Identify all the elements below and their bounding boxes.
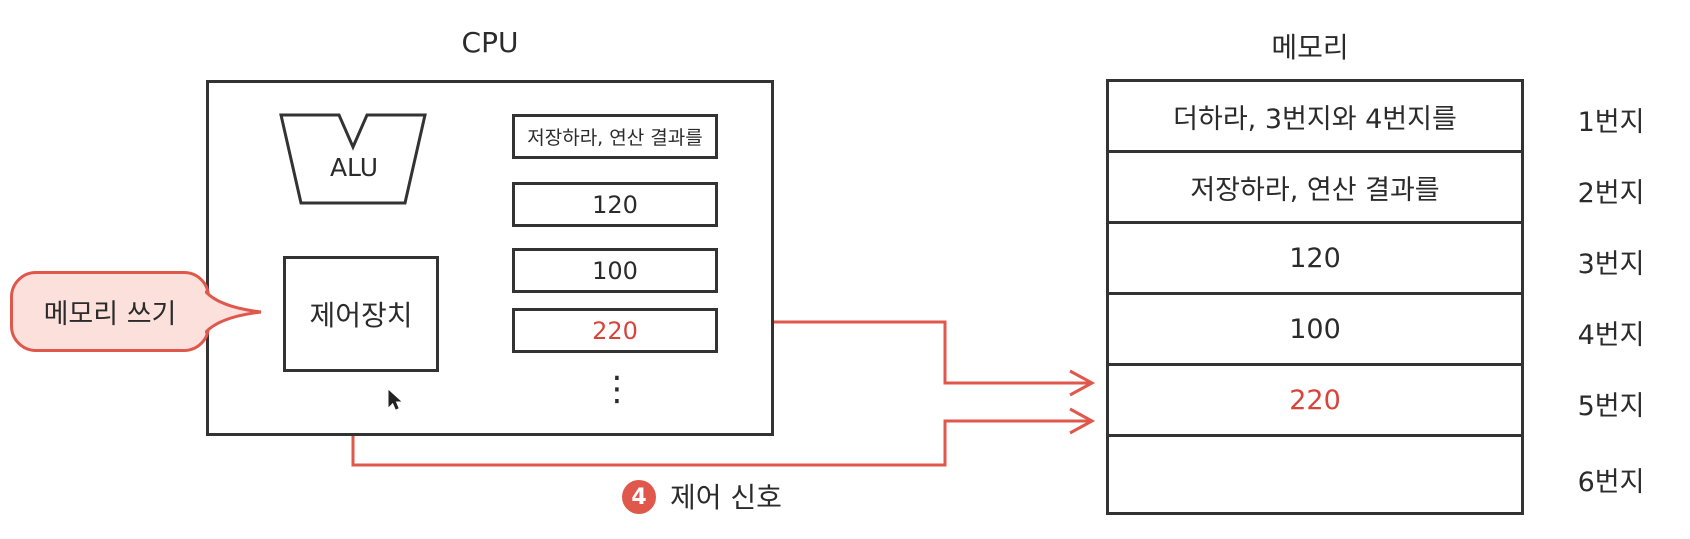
register-2: 120: [512, 182, 718, 227]
address-label-6: 6번지: [1577, 467, 1645, 498]
register-3: 100: [512, 248, 718, 293]
memory-cell-2: 저장하라, 연산 결과를: [1109, 153, 1521, 224]
data-bus-arrowhead: [1069, 369, 1096, 397]
control-signal-arrowhead: [1069, 407, 1096, 435]
cpu-box: ALU 제어장치 저장하라, 연산 결과를 120 100 220 ⋮: [206, 80, 774, 436]
register-1: 저장하라, 연산 결과를: [512, 114, 718, 159]
memory-cell-6: [1109, 437, 1521, 512]
step-badge: 4: [622, 480, 656, 514]
control-unit: 제어장치: [283, 256, 439, 372]
address-label-2: 2번지: [1577, 178, 1645, 209]
memory-cell-3: 120: [1109, 224, 1521, 295]
address-label-3: 3번지: [1577, 249, 1645, 280]
memory-cell-5: 220: [1109, 366, 1521, 437]
memory-box: 더하라, 3번지와 4번지를 저장하라, 연산 결과를 120 100 220: [1106, 79, 1524, 515]
address-label-5: 5번지: [1577, 391, 1645, 422]
address-label-1: 1번지: [1577, 107, 1645, 138]
more-registers-ellipsis: ⋮: [600, 369, 634, 409]
memory-title: 메모리: [1271, 31, 1349, 64]
memory-cell-4: 100: [1109, 295, 1521, 366]
cpu-title: CPU: [461, 26, 519, 59]
alu-label: ALU: [329, 153, 379, 182]
callout-tail: [205, 289, 262, 335]
alu-shape: [279, 113, 427, 205]
data-bus-arrow: [712, 320, 1090, 385]
register-4: 220: [512, 308, 718, 353]
control-signal-label: 제어 신호: [670, 481, 782, 514]
memory-write-callout: 메모리 쓰기: [10, 271, 210, 352]
mouse-cursor-icon: [388, 390, 402, 410]
address-label-4: 4번지: [1577, 320, 1645, 351]
memory-cell-1: 더하라, 3번지와 4번지를: [1109, 82, 1521, 153]
